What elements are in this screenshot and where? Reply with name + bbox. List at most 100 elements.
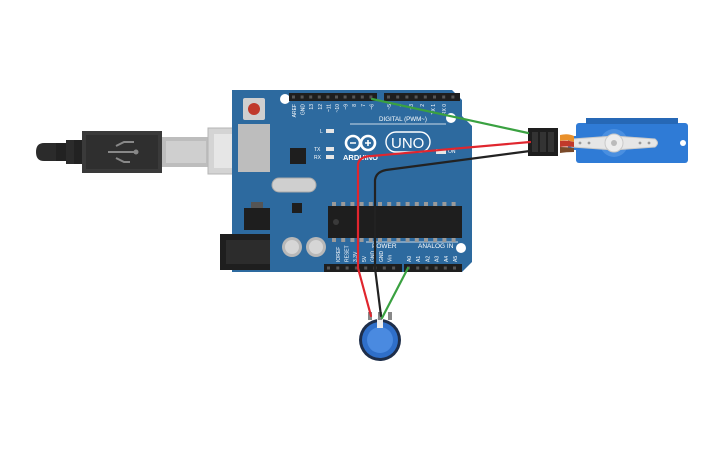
header-pin[interactable] bbox=[423, 95, 427, 99]
analog-header bbox=[404, 264, 462, 272]
brand-label: ARDUINO bbox=[343, 153, 378, 162]
chip-leg bbox=[396, 202, 401, 206]
capacitor bbox=[282, 237, 326, 257]
digital-header-left bbox=[289, 93, 377, 101]
servo-motor-icon bbox=[528, 118, 688, 163]
header-pin[interactable] bbox=[451, 95, 455, 99]
digital-pin-label: 12 bbox=[318, 104, 324, 110]
crystal bbox=[271, 177, 317, 193]
chip-leg bbox=[332, 238, 336, 242]
header-pin[interactable] bbox=[345, 266, 349, 270]
wire-red-5v bbox=[356, 140, 532, 270]
analog-header-label: ANALOG IN bbox=[418, 243, 454, 250]
header-pin[interactable] bbox=[360, 95, 364, 99]
digital-pin-label: ~5 bbox=[387, 104, 393, 110]
chip-leg bbox=[387, 202, 392, 206]
chip-leg bbox=[414, 202, 419, 206]
chip-leg bbox=[359, 238, 364, 242]
digital-pin-label: AREF bbox=[292, 104, 298, 117]
digital-pin-label: ~11 bbox=[326, 104, 332, 112]
mount-hole bbox=[280, 94, 290, 104]
mount-hole bbox=[456, 243, 466, 253]
power-jack bbox=[220, 234, 270, 270]
chip-leg bbox=[433, 238, 438, 242]
microcontroller-chip bbox=[328, 202, 462, 242]
digital-pin-label: 2 bbox=[420, 104, 426, 107]
rx-label: RX bbox=[314, 155, 322, 161]
header-pin[interactable] bbox=[387, 95, 390, 99]
header-pin[interactable] bbox=[317, 95, 321, 99]
digital-header-label: DIGITAL (PWM~) bbox=[379, 116, 427, 123]
chip-leg bbox=[368, 202, 373, 206]
chip-leg bbox=[378, 202, 382, 206]
chip-leg bbox=[442, 202, 447, 206]
chip-leg bbox=[451, 202, 456, 206]
header-pin[interactable] bbox=[442, 95, 446, 99]
header-pin[interactable] bbox=[326, 95, 330, 99]
chip-leg bbox=[387, 238, 392, 242]
analog-pin-label: A1 bbox=[416, 256, 422, 262]
header-pin[interactable] bbox=[343, 95, 347, 99]
chip-leg bbox=[424, 202, 428, 206]
l-label: L bbox=[320, 129, 323, 135]
header-pin[interactable] bbox=[327, 266, 330, 270]
header-pin[interactable] bbox=[416, 266, 420, 270]
on-label: ON bbox=[448, 149, 456, 155]
wire-green-pot bbox=[380, 266, 410, 320]
wire-black-gnd bbox=[373, 149, 532, 318]
chip-leg bbox=[341, 202, 346, 206]
header-pin[interactable] bbox=[443, 266, 447, 270]
header-pin[interactable] bbox=[433, 95, 436, 99]
header-pin[interactable] bbox=[336, 266, 340, 270]
digital-pin-label: ~6 bbox=[369, 104, 375, 110]
digital-pin-label: GND bbox=[301, 104, 307, 116]
power-pin-label: 3.3V bbox=[353, 251, 359, 262]
header-pin[interactable] bbox=[434, 266, 438, 270]
chip-leg bbox=[350, 202, 355, 206]
wire-red-pot bbox=[356, 266, 373, 318]
digital-pin-label: 8 bbox=[352, 104, 358, 107]
analog-pin-label: A5 bbox=[453, 256, 459, 262]
header-pin[interactable] bbox=[369, 95, 373, 99]
chip-leg bbox=[442, 238, 447, 242]
chip-leg bbox=[359, 202, 364, 206]
power-pin-label: RESET bbox=[345, 245, 351, 262]
header-pin[interactable] bbox=[453, 266, 456, 270]
header-pin[interactable] bbox=[392, 266, 396, 270]
digital-header-right bbox=[384, 93, 460, 101]
power-pin-label: IOREF bbox=[336, 247, 342, 262]
chip-leg bbox=[451, 238, 456, 242]
header-pin[interactable] bbox=[364, 266, 368, 270]
chip-leg bbox=[414, 238, 419, 242]
power-pin-label: 5V bbox=[362, 255, 368, 262]
chip-leg bbox=[341, 238, 346, 242]
header-pin[interactable] bbox=[382, 266, 386, 270]
digital-pin-label: TX 1 bbox=[431, 104, 437, 115]
header-pin[interactable] bbox=[292, 95, 295, 99]
header-pin[interactable] bbox=[352, 95, 356, 99]
digital-pin-label: ~9 bbox=[344, 104, 350, 110]
potentiometer-icon bbox=[359, 312, 401, 361]
header-pin[interactable] bbox=[414, 95, 418, 99]
header-pin[interactable] bbox=[335, 95, 338, 99]
chip-leg bbox=[405, 238, 410, 242]
chip-leg bbox=[396, 238, 401, 242]
analog-pin-label: A4 bbox=[444, 256, 450, 262]
power-pin-label: GND bbox=[379, 251, 385, 263]
digital-pin-label: 7 bbox=[361, 104, 367, 107]
header-pin[interactable] bbox=[405, 95, 409, 99]
model-label: UNO bbox=[391, 135, 424, 152]
digital-pin-label: 13 bbox=[309, 104, 315, 110]
chip-leg bbox=[332, 202, 336, 206]
header-pin[interactable] bbox=[425, 266, 429, 270]
chip-leg bbox=[368, 238, 373, 242]
header-pin[interactable] bbox=[354, 266, 358, 270]
digital-pin-label: ~10 bbox=[335, 104, 341, 113]
header-pin[interactable] bbox=[300, 95, 304, 99]
power-header bbox=[324, 264, 402, 272]
header-pin[interactable] bbox=[396, 95, 400, 99]
power-pin-label: GND bbox=[370, 251, 376, 263]
header-pin[interactable] bbox=[309, 95, 313, 99]
